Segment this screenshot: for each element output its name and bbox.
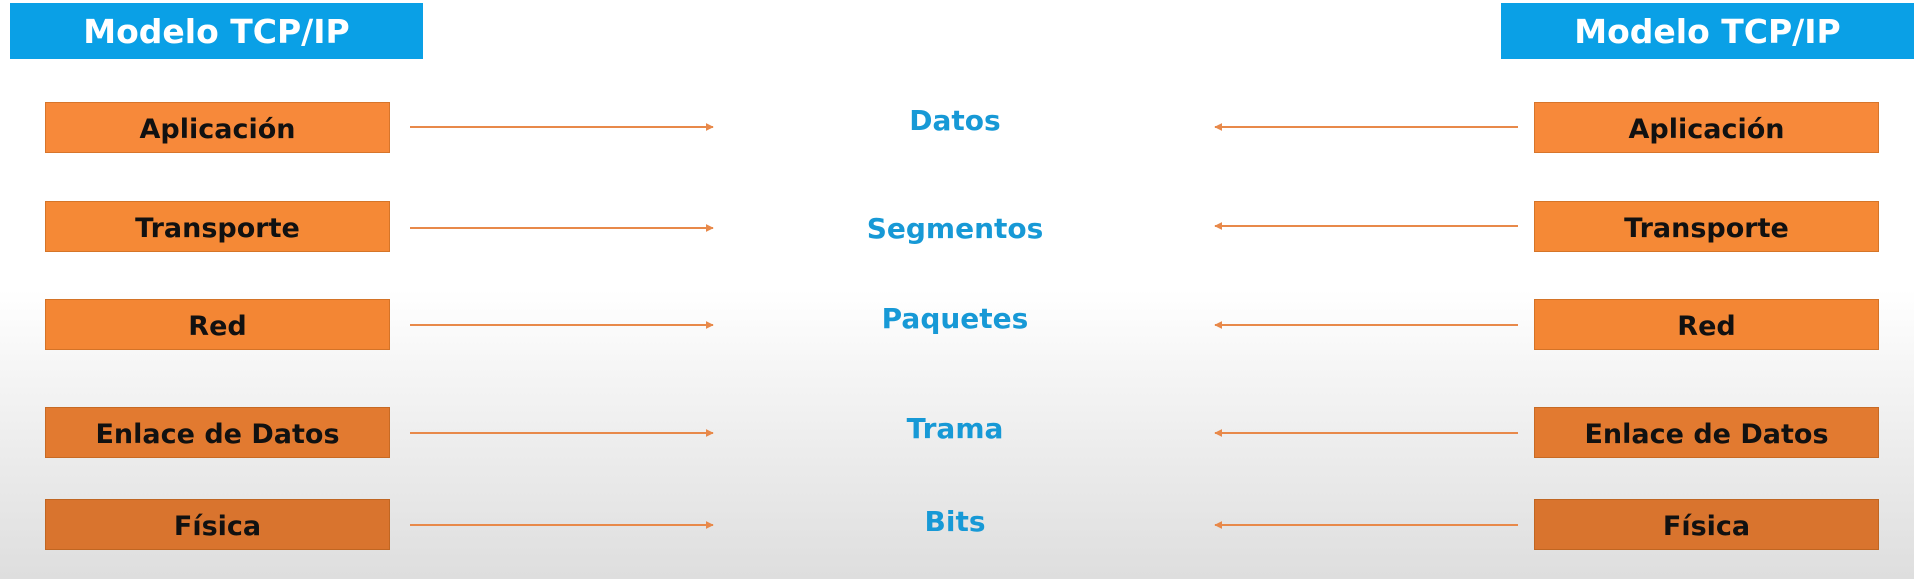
right-layer-network: Red <box>1534 299 1879 350</box>
left-model-header: Modelo TCP/IP <box>10 3 423 59</box>
left-layer-data-link: Enlace de Datos <box>45 407 390 458</box>
pdu-label-bits: Bits <box>924 505 986 538</box>
right-layer-physical: Física <box>1534 499 1879 550</box>
right-layer-transport: Transporte <box>1534 201 1879 252</box>
pdu-label-segments: Segmentos <box>866 212 1044 245</box>
left-layer-physical: Física <box>45 499 390 550</box>
right-model-header: Modelo TCP/IP <box>1501 3 1914 59</box>
right-layer-application: Aplicación <box>1534 102 1879 153</box>
right-layer-data-link: Enlace de Datos <box>1534 407 1879 458</box>
pdu-label-packets: Paquetes <box>881 302 1029 335</box>
left-layer-network: Red <box>45 299 390 350</box>
left-layer-transport: Transporte <box>45 201 390 252</box>
left-layer-application: Aplicación <box>45 102 390 153</box>
pdu-label-frame: Trama <box>906 412 1004 445</box>
pdu-label-data: Datos <box>909 104 1001 137</box>
